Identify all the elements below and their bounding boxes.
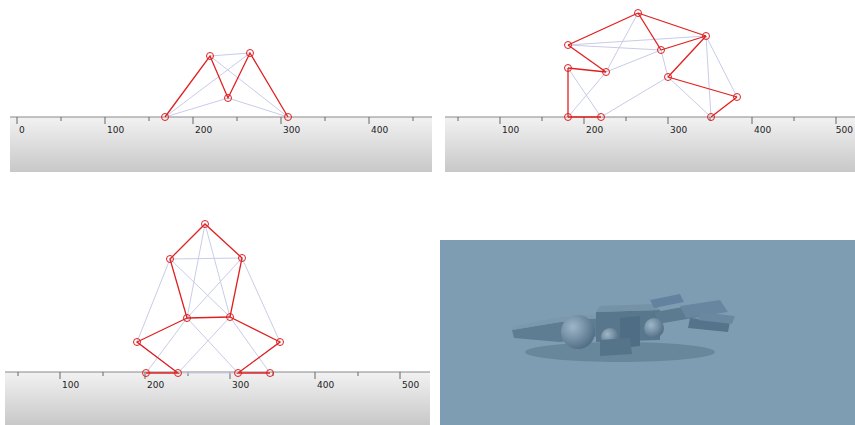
creature-figure [134, 221, 284, 377]
axis-tick-label: 500 [836, 125, 853, 136]
axis-tick-label: 400 [317, 380, 334, 391]
axis-tick-label: 100 [107, 125, 124, 136]
creature-figure [565, 10, 741, 121]
render-view [440, 240, 855, 425]
axis-tick-label: 300 [283, 125, 300, 136]
axis-tick-label: 200 [147, 380, 164, 391]
axis-tick-label: 300 [670, 125, 687, 136]
creature-figure [162, 50, 292, 121]
axis-tick-label: 100 [62, 380, 79, 391]
ground-ruler [445, 117, 855, 172]
axis-tick-label: 300 [232, 380, 249, 391]
ground-ruler [10, 117, 432, 172]
axis-tick-label: 400 [371, 125, 388, 136]
axis-tick-label: 200 [195, 125, 212, 136]
axis-tick-label: 500 [402, 380, 419, 391]
axis-tick-label: 0 [19, 125, 25, 136]
axis-tick-label: 400 [754, 125, 771, 136]
axis-tick-label: 200 [586, 125, 603, 136]
axis-tick-label: 100 [502, 125, 519, 136]
ground-ruler [5, 372, 430, 425]
